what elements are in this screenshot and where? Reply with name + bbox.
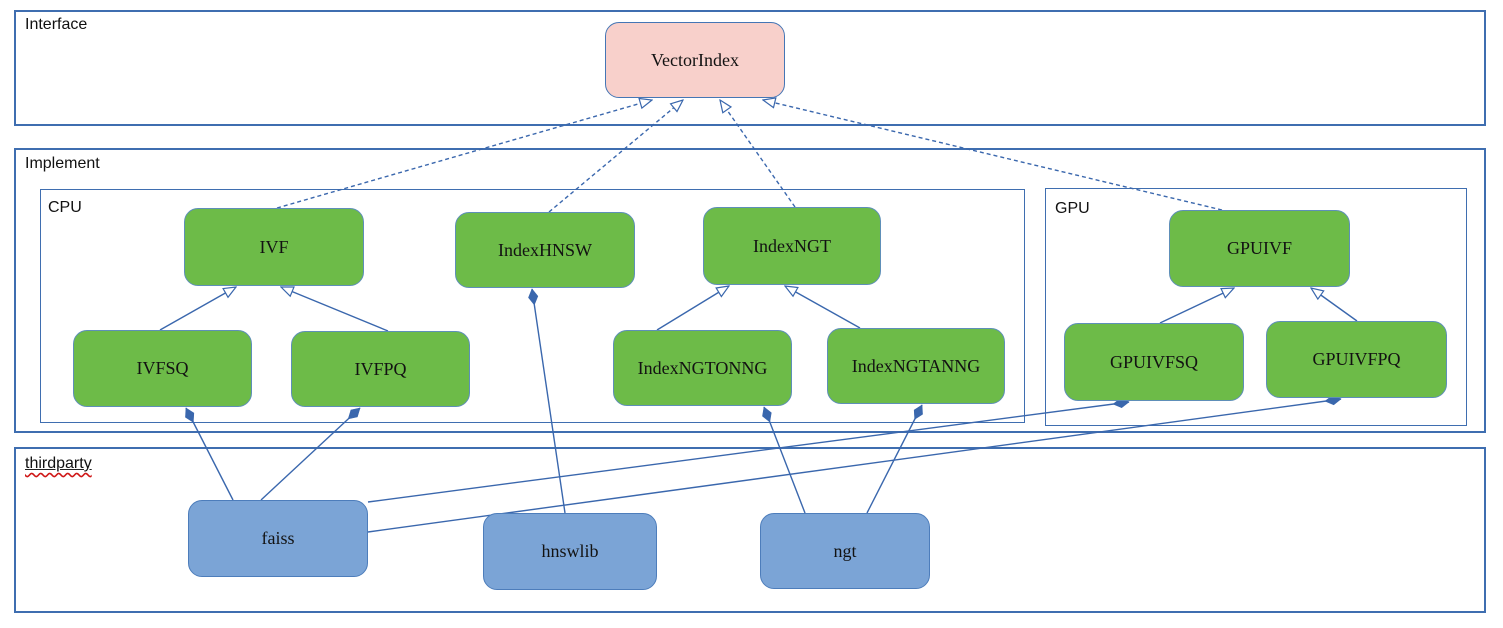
node-gpuivf-label: GPUIVF [1226, 238, 1292, 258]
node-ivfpq[interactable]: IVFPQ [291, 331, 470, 407]
node-indexngt-label: IndexNGT [753, 235, 831, 256]
section-thirdparty-label-text: thirdparty [25, 455, 92, 472]
node-hnswlib[interactable]: hnswlib [483, 513, 657, 590]
node-ivfsq[interactable]: IVFSQ [73, 330, 252, 407]
node-gpuivfpq-label: GPUIVFPQ [1312, 349, 1401, 369]
node-hnswlib-label: hnswlib [541, 541, 599, 561]
node-gpuivf[interactable]: GPUIVF [1169, 210, 1350, 287]
node-gpuivfsq[interactable]: GPUIVFSQ [1064, 323, 1244, 401]
node-ivfpq-label: IVFPQ [354, 358, 407, 379]
node-ivf[interactable]: IVF [184, 208, 364, 286]
section-interface-label: Interface [25, 16, 88, 33]
node-faiss-label: faiss [261, 528, 295, 548]
section-gpu-label: GPU [1055, 200, 1090, 217]
node-indexngtonng-label: IndexNGTONNG [637, 357, 768, 378]
node-indexngtonng[interactable]: IndexNGTONNG [613, 330, 792, 406]
section-thirdparty-label: thirdparty [25, 455, 92, 473]
node-gpuivfpq[interactable]: GPUIVFPQ [1266, 321, 1447, 398]
node-ivfsq-label: IVFSQ [136, 358, 189, 378]
node-indexngtanng-label: IndexNGTANNG [851, 355, 981, 376]
node-indexhnsw[interactable]: IndexHNSW [455, 212, 635, 288]
node-ngt-label: ngt [833, 540, 857, 561]
node-ivf-label: IVF [259, 236, 289, 257]
node-ngt[interactable]: ngt [760, 513, 930, 589]
node-gpuivfsq-label: GPUIVFSQ [1109, 351, 1199, 372]
node-vectorindex[interactable]: VectorIndex [605, 22, 785, 98]
node-indexngt[interactable]: IndexNGT [703, 207, 881, 285]
node-indexhnsw-label: IndexHNSW [498, 239, 592, 260]
section-cpu-label: CPU [48, 199, 82, 216]
node-vectorindex-label: VectorIndex [651, 49, 739, 70]
section-implement-label: Implement [25, 155, 100, 172]
node-faiss[interactable]: faiss [188, 500, 368, 577]
node-indexngtanng[interactable]: IndexNGTANNG [827, 328, 1005, 404]
